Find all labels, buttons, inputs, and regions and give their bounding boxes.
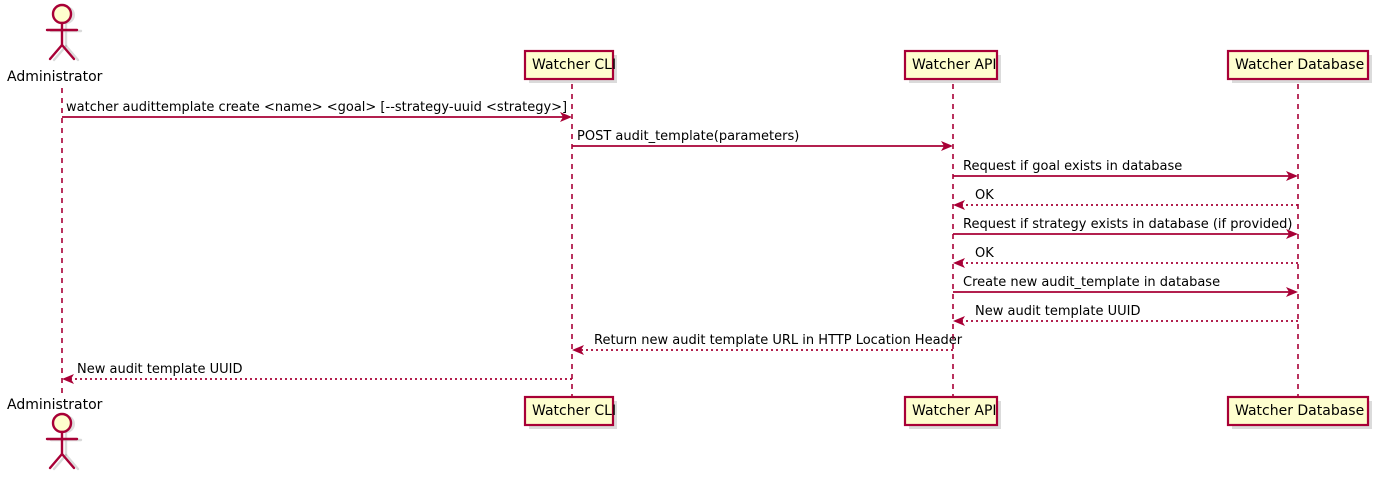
message-arrow-3 bbox=[953, 171, 1298, 181]
message-label-9: Return new audit template URL in HTTP Lo… bbox=[594, 333, 963, 348]
participant-label-watcher-database-top: Watcher Database bbox=[1235, 57, 1365, 73]
box-rect bbox=[523, 395, 615, 427]
box-rect bbox=[903, 49, 999, 81]
box-rect bbox=[1226, 395, 1370, 427]
message-label-2: POST audit_template(parameters) bbox=[577, 129, 800, 144]
participant-label-watcher-cli-top: Watcher CLI bbox=[532, 57, 617, 73]
participant-label-watcher-api-bottom: Watcher API bbox=[912, 403, 997, 419]
participant-box-watcher-api-top[interactable] bbox=[903, 49, 1001, 83]
message-arrow-8 bbox=[953, 316, 1298, 326]
message-arrow-10 bbox=[62, 374, 572, 384]
message-arrow-2 bbox=[572, 141, 953, 151]
participant-label-watcher-cli-bottom: Watcher CLI bbox=[532, 403, 617, 419]
box-rect bbox=[903, 395, 999, 427]
lifelines bbox=[61, 84, 1299, 396]
arrow-head bbox=[953, 258, 965, 268]
message-label-1: watcher audittemplate create <name> <goa… bbox=[66, 100, 568, 115]
actor-administrator-top bbox=[45, 3, 83, 62]
actor-head-icon bbox=[51, 3, 73, 25]
arrow-head bbox=[560, 112, 572, 122]
arrow-head bbox=[1286, 287, 1298, 297]
message-label-4: OK bbox=[975, 188, 994, 203]
message-label-8: New audit template UUID bbox=[975, 304, 1141, 319]
box-rect bbox=[1226, 49, 1370, 81]
actor-administrator-bottom bbox=[45, 412, 83, 471]
arrow-head bbox=[953, 200, 965, 210]
arrow-head bbox=[572, 345, 584, 355]
actor-leg-left bbox=[48, 43, 64, 61]
message-label-5: Request if strategy exists in database (… bbox=[963, 217, 1293, 232]
arrow-head bbox=[941, 141, 953, 151]
message-label-6: OK bbox=[975, 246, 994, 261]
arrow-head bbox=[62, 374, 74, 384]
actor-leg-right bbox=[60, 452, 76, 470]
arrow-head bbox=[953, 316, 965, 326]
participant-box-watcher-api-bottom[interactable] bbox=[903, 395, 1001, 429]
message-label-10: New audit template UUID bbox=[77, 362, 243, 377]
box-rect bbox=[523, 49, 615, 81]
message-arrow-1 bbox=[62, 112, 572, 122]
message-label-3: Request if goal exists in database bbox=[963, 159, 1183, 174]
actor-leg-right bbox=[60, 43, 76, 61]
actor-label-administrator-top: Administrator bbox=[7, 69, 103, 85]
participant-box-watcher-database-bottom[interactable] bbox=[1226, 395, 1372, 429]
actor-head-icon bbox=[51, 412, 73, 434]
arrow-head bbox=[1286, 171, 1298, 181]
actor-label-administrator-bottom: Administrator bbox=[7, 397, 103, 413]
participant-label-watcher-database-bottom: Watcher Database bbox=[1235, 403, 1365, 419]
message-arrow-9 bbox=[572, 345, 953, 355]
message-arrows bbox=[62, 112, 1298, 384]
message-arrow-4 bbox=[953, 200, 1298, 210]
participant-box-watcher-database-top[interactable] bbox=[1226, 49, 1372, 83]
message-arrow-7 bbox=[953, 287, 1298, 297]
participant-box-watcher-cli-top[interactable] bbox=[523, 49, 617, 83]
participant-box-watcher-cli-bottom[interactable] bbox=[523, 395, 617, 429]
arrow-head bbox=[1286, 229, 1298, 239]
actor-leg-right-shadow bbox=[64, 453, 80, 471]
participant-label-watcher-api-top: Watcher API bbox=[912, 57, 997, 73]
message-arrow-6 bbox=[953, 258, 1298, 268]
message-arrow-5 bbox=[953, 229, 1298, 239]
actor-leg-right-shadow bbox=[64, 44, 80, 62]
message-label-7: Create new audit_template in database bbox=[963, 275, 1221, 290]
actor-leg-left bbox=[48, 452, 64, 470]
